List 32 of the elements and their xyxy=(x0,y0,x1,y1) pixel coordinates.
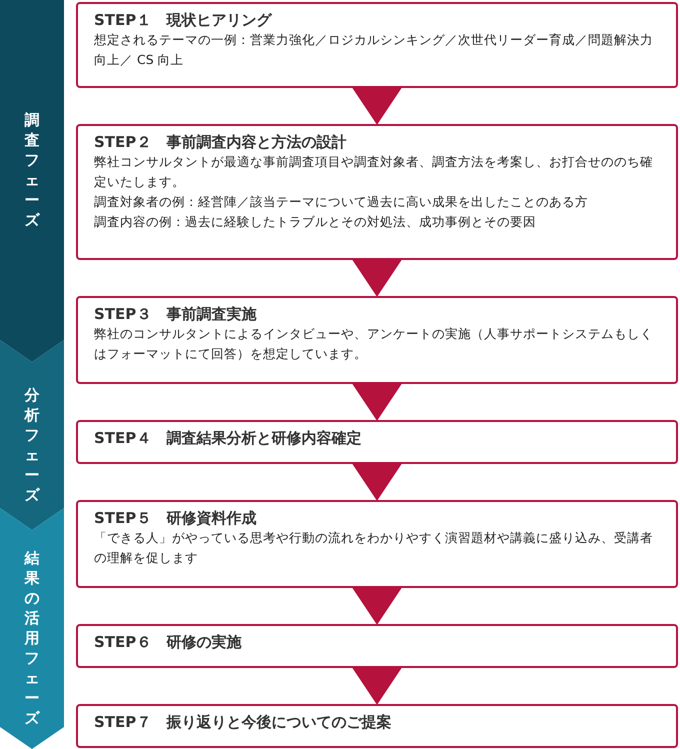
step-box xyxy=(76,704,678,748)
step-box xyxy=(76,500,678,588)
step-box xyxy=(76,124,678,260)
arrow xyxy=(352,464,402,501)
phase-label: 結果の活用フェーズ xyxy=(24,548,40,728)
step-description: 調査内容の例：過去に経験したトラブルとその対処法、成功事例とその要因 xyxy=(94,213,537,231)
step-heading: STEP５ 研修資料作成 xyxy=(94,508,258,528)
phase-band xyxy=(0,0,64,362)
phase-band xyxy=(0,508,64,749)
phase-label: 調査フェーズ xyxy=(24,110,40,230)
step-description: 調査対象者の例：経営陣／該当テーマについて過去に高い成果を出したことのある方 xyxy=(94,193,589,211)
phase-label: 分析フェーズ xyxy=(24,385,40,505)
step-box xyxy=(76,420,678,464)
step-heading: STEP１ 現状ヒアリング xyxy=(94,10,273,30)
step-heading: STEP７ 振り返りと今後についてのご提案 xyxy=(94,712,392,732)
step-description: 「できる人」がやっている思考や行動の流れをわかりやすく演習題材や講義に盛り込み、受講者の理解を促します xyxy=(94,529,654,567)
arrow xyxy=(352,260,402,297)
step-heading: STEP４ 調査結果分析と研修内容確定 xyxy=(94,428,362,448)
step-heading: STEP６ 研修の実施 xyxy=(94,632,242,652)
arrow xyxy=(352,384,402,421)
phase-band xyxy=(0,340,64,530)
step-box xyxy=(76,624,678,668)
step-description: 想定されるテーマの一例：営業力強化／ロジカルシンキング／次世代リーダー育成／問題解決力向上／ CS 向上 xyxy=(94,31,654,69)
arrow xyxy=(352,88,402,125)
step-heading: STEP３ 事前調査実施 xyxy=(94,304,258,324)
step-description: 弊社のコンサルタントによるインタビューや、アンケートの実施（人事サポートシステムもしくはフォーマットにて回答）を想定しています。 xyxy=(94,325,654,363)
step-box xyxy=(76,2,678,88)
arrow xyxy=(352,668,402,705)
arrow xyxy=(352,588,402,625)
step-description: 弊社コンサルタントが最適な事前調査項目や調査対象者、調査方法を考案し、お打合せののち確定いたします。 xyxy=(94,153,654,191)
step-heading: STEP２ 事前調査内容と方法の設計 xyxy=(94,132,348,152)
step-box xyxy=(76,296,678,384)
